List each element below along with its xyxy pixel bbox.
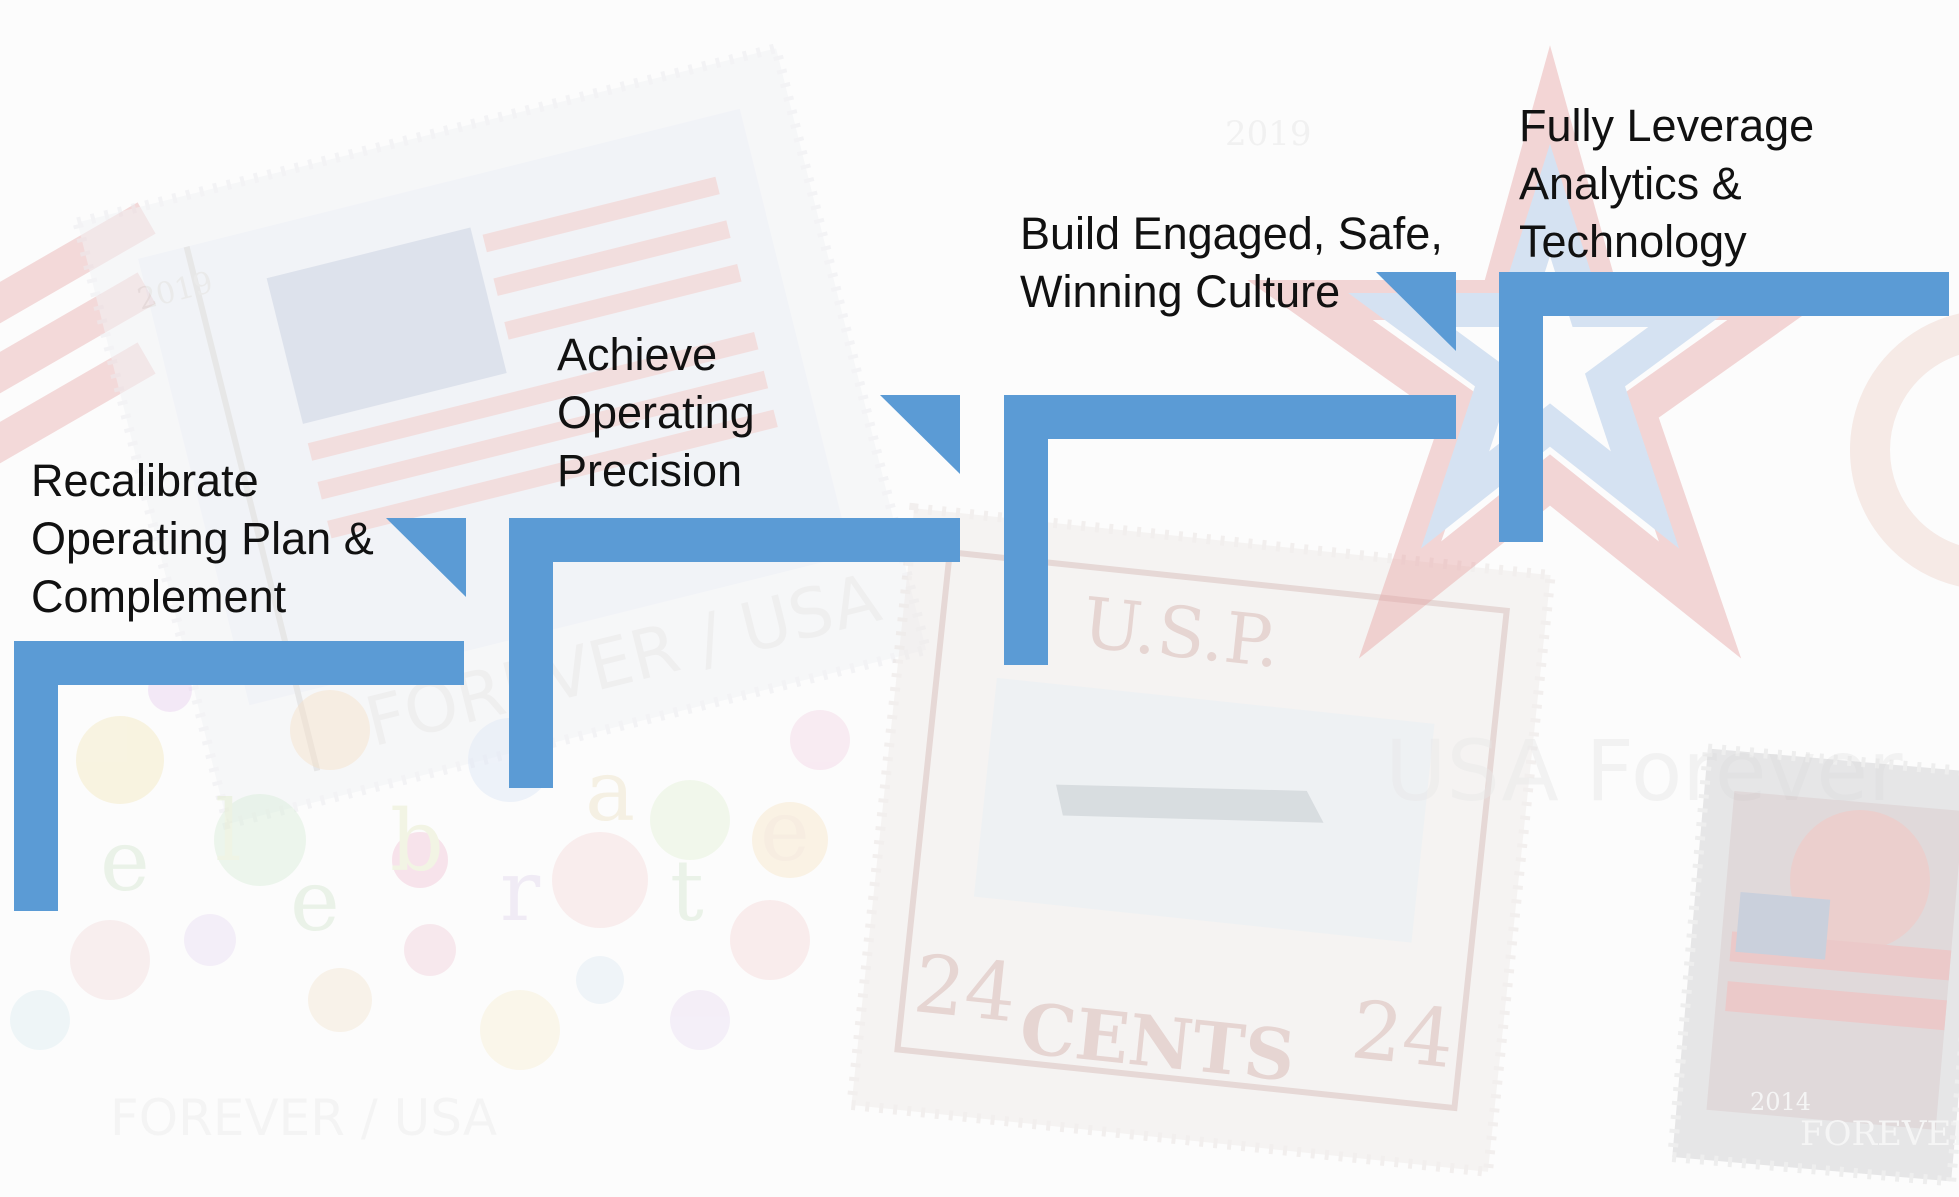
step-1-label-line: Complement	[31, 571, 287, 622]
svg-text:24: 24	[1347, 983, 1458, 1086]
svg-text:b: b	[390, 792, 444, 890]
step-2-label-line: Operating	[557, 387, 755, 438]
step-4-label-line: Analytics &	[1519, 158, 1742, 209]
step-3-tread	[1004, 395, 1456, 439]
svg-text:t: t	[670, 842, 704, 940]
step-4-label-line: Fully Leverage	[1519, 100, 1815, 151]
flag-stamp: FOREVER / USA 2019	[71, 42, 933, 831]
step-2-arrowhead	[880, 395, 960, 474]
step-3-label: Build Engaged, Safe, Winning Culture	[1020, 205, 1443, 321]
svg-text:a: a	[585, 742, 635, 840]
step-1-label-line: Operating Plan &	[31, 513, 374, 564]
svg-text:2019: 2019	[1225, 114, 1312, 154]
svg-text:e: e	[100, 812, 150, 910]
step-4-label: Fully Leverage Analytics & Technology	[1519, 97, 1814, 271]
step-4-riser	[1499, 272, 1543, 542]
step-1-label-line: Recalibrate	[31, 455, 259, 506]
step-1-tread	[14, 641, 464, 685]
step-3-riser	[1004, 395, 1048, 665]
step-3-label-line: Winning Culture	[1020, 266, 1341, 317]
step-4-label-line: Technology	[1519, 216, 1747, 267]
step-2-label-line: Achieve	[557, 329, 718, 380]
svg-text:e: e	[760, 782, 810, 880]
svg-text:FOREVER: FOREVER	[1800, 1114, 1959, 1154]
step-1-arrowhead	[386, 518, 466, 597]
svg-text:l: l	[215, 782, 242, 880]
step-2-label: Achieve Operating Precision	[557, 326, 755, 500]
step-1-riser	[14, 641, 58, 911]
svg-text:24: 24	[910, 937, 1021, 1040]
fireworks-stamp: 2014 FOREVER	[1666, 743, 1959, 1187]
step-3-label-line: Build Engaged, Safe,	[1020, 208, 1443, 259]
svg-text:FOREVER / USA: FOREVER / USA	[110, 1089, 497, 1147]
staircase-steps	[14, 272, 1949, 911]
step-3-arrowhead	[1376, 272, 1456, 351]
svg-text:2014: 2014	[1750, 1088, 1811, 1116]
step-2-riser	[509, 518, 553, 788]
svg-text:r: r	[500, 842, 541, 940]
step-1-label: Recalibrate Operating Plan & Complement	[31, 452, 374, 626]
step-2-label-line: Precision	[557, 445, 743, 496]
step-4-tread	[1499, 272, 1949, 316]
step-2-tread	[509, 518, 960, 562]
airmail-stamp: U.S.P. 24 CENTS 24	[845, 502, 1557, 1178]
svg-text:e: e	[290, 852, 340, 950]
swirl-decoration	[1850, 313, 1959, 587]
